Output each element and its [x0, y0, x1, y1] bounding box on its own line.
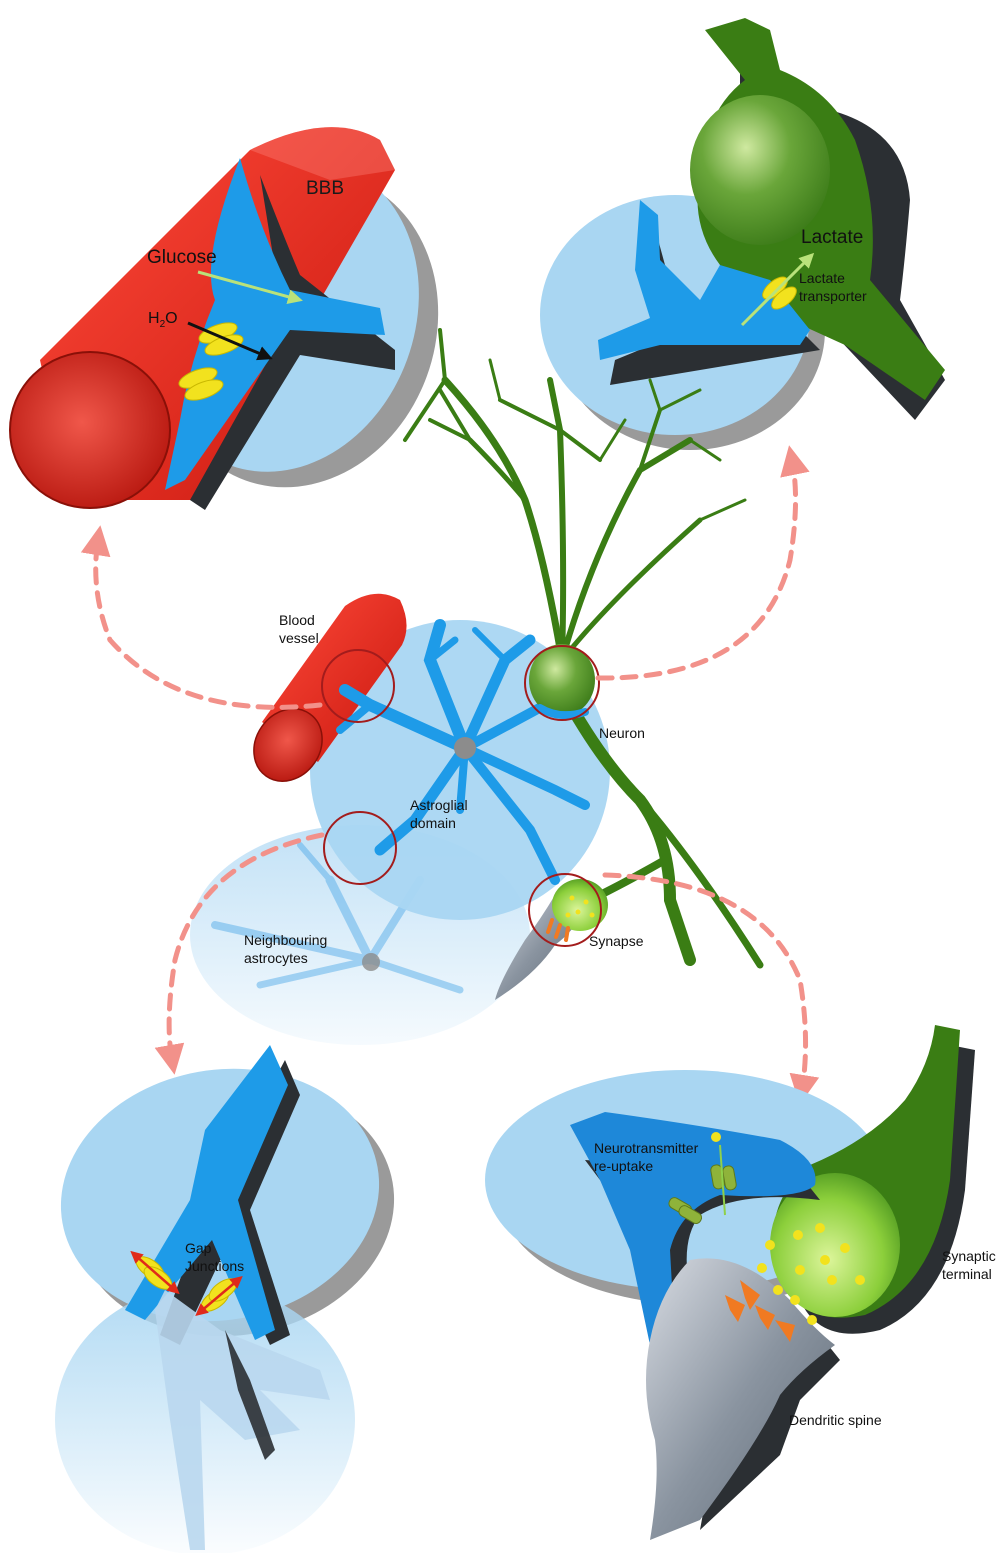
neighbour-nucleus — [362, 953, 380, 971]
lactate-panel — [540, 18, 945, 450]
label-h2o-h: H — [148, 310, 160, 327]
label-nt-2: re-uptake — [594, 1158, 653, 1175]
synapse-panel — [485, 1025, 975, 1540]
label-glucose: Glucose — [147, 247, 217, 269]
main-nucleus — [454, 737, 476, 759]
arrow-to-synapse — [605, 875, 806, 1090]
label-astroglial-2: domain — [410, 815, 456, 832]
label-nt-1: Neurotransmitter — [594, 1140, 698, 1157]
label-h2o-o: O — [165, 310, 177, 327]
label-synaptic-2: terminal — [942, 1266, 992, 1283]
label-bbb: BBB — [306, 178, 344, 200]
label-lactate: Lactate — [801, 227, 863, 249]
label-neighbouring-2: astrocytes — [244, 950, 308, 967]
bbb-panel — [10, 120, 482, 526]
label-neuron: Neuron — [599, 725, 645, 742]
label-lactate-transporter-2: transporter — [799, 288, 867, 305]
label-h2o: H2O — [148, 308, 178, 336]
label-synapse: Synapse — [589, 933, 643, 950]
label-gap-1: Gap — [185, 1240, 211, 1257]
label-astroglial-1: Astroglial — [410, 797, 468, 814]
bbb-vessel-end — [10, 352, 170, 508]
label-lactate-transporter-1: Lactate — [799, 270, 845, 287]
label-synaptic-1: Synaptic — [942, 1248, 996, 1265]
axon-branch-1 — [645, 805, 760, 965]
label-blood-vessel-1: Blood — [279, 612, 315, 629]
gap-panel — [41, 1044, 415, 1553]
label-neighbouring-1: Neighbouring — [244, 932, 327, 949]
lactate-soma-highlight — [690, 95, 830, 245]
label-blood-vessel-2: vessel — [279, 630, 319, 647]
label-gap-2: Junctions — [185, 1258, 244, 1275]
label-dendritic-spine: Dendritic spine — [789, 1412, 882, 1429]
